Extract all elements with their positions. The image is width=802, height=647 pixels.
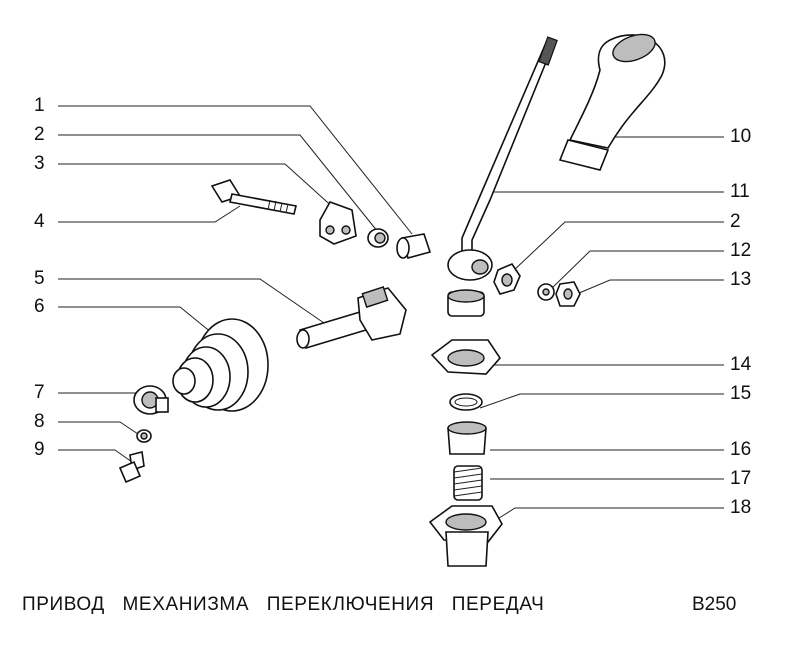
callout-1: 1 xyxy=(34,95,45,116)
leader-lines xyxy=(58,105,724,521)
callout-9: 9 xyxy=(34,439,45,460)
callout-17: 17 xyxy=(730,468,752,489)
gear-lever xyxy=(447,36,558,317)
gear-knob xyxy=(558,33,666,171)
leader-9 xyxy=(58,449,133,463)
leader-4 xyxy=(58,205,241,223)
leader-2-left xyxy=(58,134,379,233)
leader-3 xyxy=(58,163,337,211)
clamp-7 xyxy=(133,385,169,415)
callout-14: 14 xyxy=(730,354,752,375)
bolt-9 xyxy=(118,451,145,484)
bracket-3 xyxy=(319,201,357,245)
leader-18 xyxy=(495,507,724,521)
bushing-2-left xyxy=(367,228,389,248)
bolt-4 xyxy=(210,179,297,215)
washer-8 xyxy=(136,429,152,443)
callout-16: 16 xyxy=(730,439,752,460)
leader-12 xyxy=(549,250,724,291)
leader-6 xyxy=(58,306,213,334)
flange-plate-14 xyxy=(430,339,502,375)
shift-rod-5 xyxy=(296,286,407,349)
nut-13 xyxy=(555,281,581,307)
leader-5 xyxy=(58,278,325,324)
retaining-ring-15 xyxy=(449,393,483,411)
leader-1 xyxy=(58,105,413,235)
callout-7: 7 xyxy=(34,382,45,403)
callout-11: 11 xyxy=(730,181,750,202)
callout-10: 10 xyxy=(730,126,752,147)
callout-2-right: 2 xyxy=(730,211,741,232)
sleeve-1 xyxy=(396,233,432,259)
callout-2: 2 xyxy=(34,124,45,145)
leader-2-right xyxy=(511,221,724,273)
washer-12 xyxy=(537,283,555,301)
callout-3: 3 xyxy=(34,153,45,174)
leader-15 xyxy=(479,393,724,409)
callout-13: 13 xyxy=(730,269,752,290)
cup-16 xyxy=(447,421,487,455)
diagram-code: B250 xyxy=(692,594,737,615)
bushing-2-right xyxy=(493,263,521,295)
callout-15: 15 xyxy=(730,383,752,404)
leader-13 xyxy=(571,279,724,297)
callout-5: 5 xyxy=(34,268,45,289)
callout-8: 8 xyxy=(34,411,45,432)
callout-4: 4 xyxy=(34,211,45,232)
leader-8 xyxy=(58,421,139,435)
rubber-boot-6 xyxy=(172,318,269,412)
callout-6: 6 xyxy=(34,296,45,317)
callout-12: 12 xyxy=(730,240,752,261)
diagram-caption: ПРИВОД МЕХАНИЗМА ПЕРЕКЛЮЧЕНИЯ ПЕРЕДАЧ xyxy=(22,594,545,615)
spring-17 xyxy=(453,465,483,501)
housing-18 xyxy=(428,505,503,567)
callout-18: 18 xyxy=(730,497,752,518)
